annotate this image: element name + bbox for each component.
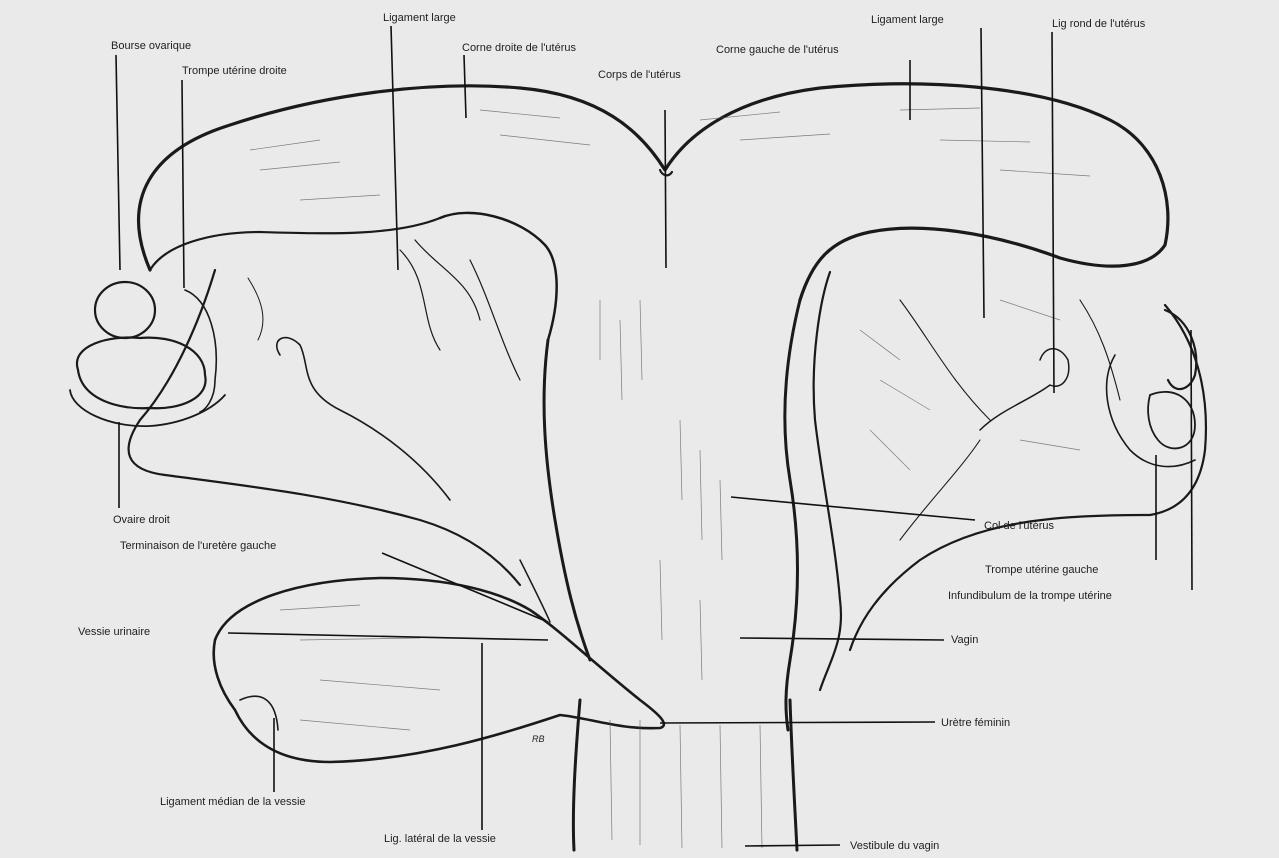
bladder	[214, 560, 664, 762]
label-trompe-gauche: Trompe utérine gauche	[985, 564, 1098, 576]
label-corne-droite: Corne droite de l'utérus	[462, 42, 576, 54]
label-ovaire-droit: Ovaire droit	[113, 514, 170, 526]
label-vessie-urinaire: Vessie urinaire	[78, 626, 150, 638]
label-infundibulum: Infundibulum de la trompe utérine	[948, 590, 1112, 602]
label-bourse-ovarique: Bourse ovarique	[111, 40, 191, 52]
label-ligament-median: Ligament médian de la vessie	[160, 796, 306, 808]
label-lig-lateral: Lig. latéral de la vessie	[384, 833, 496, 845]
label-col-uterus: Col de l'utérus	[984, 520, 1054, 532]
label-corps-uterus: Corps de l'utérus	[598, 69, 681, 81]
label-lig-rond: Lig rond de l'utérus	[1052, 18, 1146, 30]
broad-ligament-right	[814, 272, 1206, 690]
label-trompe-droite: Trompe utérine droite	[182, 65, 287, 77]
left-infundibulum	[1107, 310, 1197, 467]
label-vestibule: Vestibule du vagin	[850, 840, 939, 852]
label-ligament-large-right: Ligament large	[871, 14, 944, 26]
label-ligament-large-left: Ligament large	[383, 12, 456, 24]
uterus-horns	[139, 84, 1168, 340]
label-uretre-feminin: Urètre féminin	[941, 717, 1010, 729]
uterine-body-vagina	[544, 300, 800, 850]
label-corne-gauche: Corne gauche de l'utérus	[716, 44, 839, 56]
hatching	[250, 108, 1090, 848]
label-terminaison-uretere: Terminaison de l'uretère gauche	[120, 540, 276, 552]
labels: Bourse ovarique Ligament large Corne dro…	[78, 12, 1146, 852]
artist-signature: RB	[532, 734, 545, 744]
right-ovary	[70, 282, 225, 426]
label-vagin: Vagin	[951, 634, 978, 646]
